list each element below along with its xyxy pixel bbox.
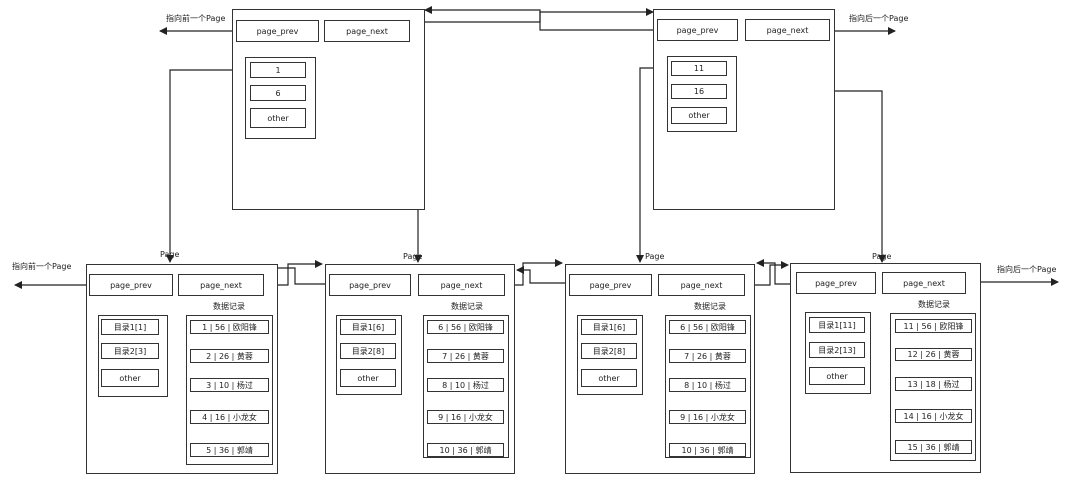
page-next-field: page_next [882, 272, 966, 294]
dir-entry: 目录1[1] [101, 319, 159, 335]
record-row: 9 | 16 | 小龙女 [427, 410, 504, 424]
key-entry-other: other [671, 107, 727, 124]
record-row: 8 | 10 | 杨过 [669, 378, 746, 392]
record-row: 5 | 36 | 郭靖 [190, 443, 269, 457]
dir-entry-other: other [101, 369, 159, 387]
dir-entry-other: other [809, 367, 865, 385]
page-prev-field: page_prev [796, 272, 876, 294]
page-prev-field: page_prev [329, 274, 411, 296]
record-row: 3 | 10 | 杨过 [190, 378, 269, 392]
record-row: 10 | 36 | 郭靖 [669, 443, 746, 457]
record-row: 14 | 16 | 小龙女 [895, 409, 972, 423]
records-label: 数据记录 [213, 302, 245, 311]
dir-entry: 目录1[6] [340, 319, 396, 335]
page-prev-field: page_prev [569, 274, 652, 296]
page-prev-field: page_prev [657, 19, 738, 41]
page-prev-field: page_prev [89, 274, 173, 296]
record-row: 7 | 26 | 黄蓉 [427, 349, 504, 363]
key-entry: 1 [250, 62, 306, 78]
page-next-field: page_next [178, 274, 264, 296]
dir-entry: 目录2[8] [581, 343, 637, 359]
record-row: 1 | 56 | 欧阳锋 [190, 320, 269, 334]
record-row: 10 | 36 | 郭靖 [427, 443, 504, 457]
record-row: 11 | 56 | 欧阳锋 [895, 319, 972, 333]
record-row: 9 | 16 | 小龙女 [669, 410, 746, 424]
page-title: Page [872, 252, 892, 261]
link-leaf-4-3-prev [756, 259, 795, 285]
record-row: 4 | 16 | 小龙女 [190, 410, 269, 424]
page-prev-field: page_prev [236, 20, 319, 42]
to-prev-page-label: 指向前一个Page [166, 14, 226, 23]
to-next-page-label: 指向后一个Page [849, 14, 909, 23]
record-row: 15 | 36 | 郭靖 [895, 440, 972, 454]
pointer-key-1 [166, 69, 250, 263]
record-row: 6 | 56 | 欧阳锋 [669, 320, 746, 334]
dir-entry: 目录2[3] [101, 343, 159, 359]
record-row: 6 | 56 | 欧阳锋 [427, 320, 504, 334]
key-entry: 6 [250, 85, 306, 101]
record-row: 2 | 26 | 黄蓉 [190, 349, 269, 363]
records-label: 数据记录 [694, 302, 726, 311]
link-leaf-3-2-prev [516, 266, 570, 284]
page-next-field: page_next [745, 19, 830, 41]
to-prev-page-label: 指向前一个Page [12, 262, 72, 271]
link-top-prev [424, 6, 657, 31]
records-label: 数据记录 [451, 302, 483, 311]
dir-entry: 目录1[11] [809, 317, 865, 333]
records-label: 数据记录 [918, 300, 950, 309]
record-row: 12 | 26 | 黄蓉 [895, 348, 972, 361]
record-row: 7 | 26 | 黄蓉 [669, 349, 746, 363]
to-next-page-label: 指向后一个Page [997, 265, 1057, 274]
record-row: 8 | 10 | 杨过 [427, 378, 504, 392]
key-entry-other: other [250, 108, 306, 128]
page-title: Page [160, 250, 180, 259]
record-row: 13 | 18 | 杨过 [895, 377, 972, 391]
dir-entry: 目录1[6] [581, 319, 637, 335]
page-next-field: page_next [418, 274, 505, 296]
dir-entry: 目录2[13] [809, 342, 865, 358]
dir-entry: 目录2[8] [340, 343, 396, 359]
page-next-field: page_next [324, 20, 410, 42]
key-entry: 16 [671, 84, 727, 99]
page-title: Page [645, 252, 665, 261]
key-entry: 11 [671, 61, 727, 76]
dir-entry-other: other [340, 369, 396, 387]
dir-entry-other: other [581, 369, 637, 387]
link-leaf-3-4-next [745, 261, 789, 286]
link-leaf-2-1-prev [269, 264, 346, 285]
page-next-field: page_next [658, 274, 745, 296]
page-title: Page [403, 252, 423, 261]
link-top-next [410, 8, 654, 23]
